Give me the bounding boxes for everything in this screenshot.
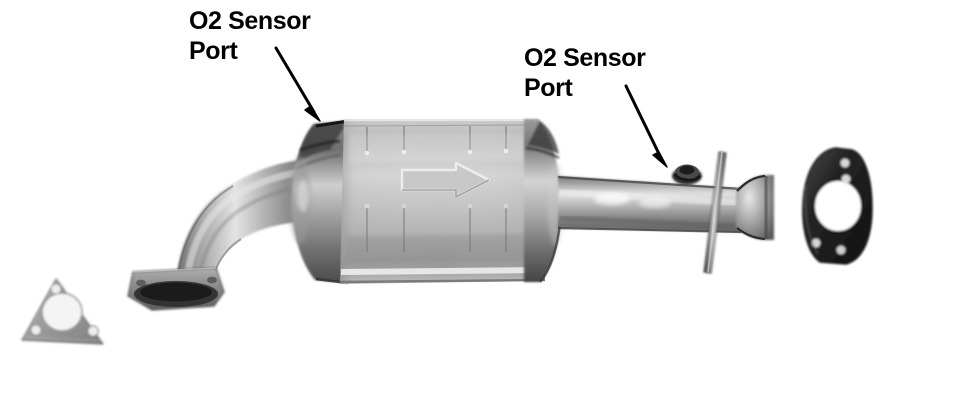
left-gasket xyxy=(21,277,104,345)
converter-body xyxy=(339,118,546,284)
outlet-flange-plate xyxy=(703,151,727,274)
flow-direction-arrow xyxy=(400,161,491,199)
outlet-pipe-sensor-boss xyxy=(672,164,702,185)
callout-label-o2-sensor-port-right: O2 Sensor Port xyxy=(524,44,646,102)
outlet-pipe-flare xyxy=(736,174,774,241)
inlet-flange xyxy=(127,267,225,311)
outlet-pipe xyxy=(557,151,774,274)
inlet-cone-sensor-port xyxy=(289,119,349,285)
inlet-pipe xyxy=(127,159,312,311)
callout-label-o2-sensor-port-left: O2 Sensor Port xyxy=(189,7,311,65)
right-gasket xyxy=(802,147,873,265)
outlet-cone xyxy=(524,119,565,283)
